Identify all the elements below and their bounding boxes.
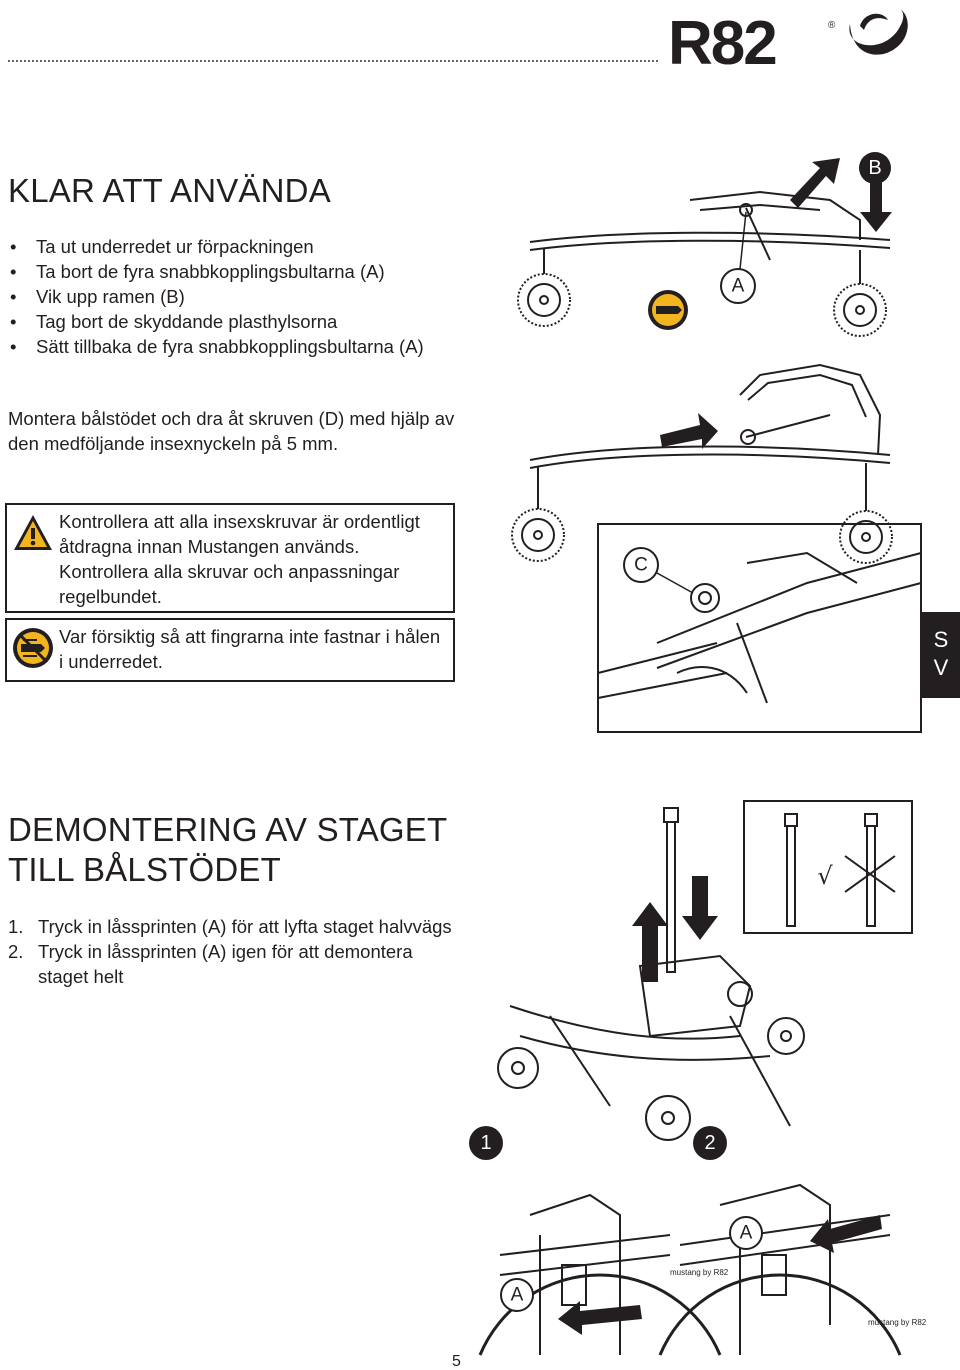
svg-text:mustang by R82: mustang by R82	[670, 1268, 729, 1277]
svg-text:A: A	[732, 276, 745, 297]
list-item: 2. Tryck in låssprinten (A) igen för att…	[8, 941, 413, 987]
language-tab: S V	[922, 612, 960, 698]
warning-text-screws: Kontrollera att alla insexskruvar är ord…	[59, 511, 420, 607]
r82-logo: R82 ®	[668, 8, 908, 70]
illustration-base-with-rod	[497, 807, 805, 1141]
svg-text:1: 1	[480, 1132, 491, 1154]
svg-text:A: A	[511, 1285, 524, 1306]
warning-triangle-icon	[14, 515, 52, 550]
label-c-badge	[623, 547, 659, 583]
list-item: Ta bort de fyra snabbkopplingsbultarna (…	[10, 259, 450, 284]
section-title-ready-to-use: KLAR ATT ANVÄNDA	[8, 172, 331, 209]
list-item: Ta ut underredet ur förpackningen	[10, 234, 450, 259]
step-1-badge	[469, 1126, 503, 1160]
arrow-left-icon	[810, 1215, 882, 1253]
list-item: Tag bort de skyddande plasthylsorna	[10, 309, 450, 334]
label-a-badge	[500, 1278, 534, 1312]
dismantling-steps-list: 1. Tryck in låssprinten (A) för att lyft…	[8, 914, 458, 989]
svg-text:A: A	[740, 1223, 753, 1244]
arrow-down-icon	[860, 182, 892, 232]
label-a-badge	[729, 1216, 763, 1250]
header-dotted-rule	[8, 60, 658, 62]
page-number: 5	[452, 1353, 461, 1370]
list-item: Sätt tillbaka de fyra snabbkopplingsbult…	[10, 334, 450, 359]
arrow-down-icon	[682, 876, 718, 940]
warning-box-screws: Kontrollera att alla insexskruvar är ord…	[5, 503, 455, 613]
svg-text:2: 2	[704, 1132, 715, 1154]
illustration-frame-unfolded	[511, 363, 893, 564]
illustration-rod-positions: √	[743, 800, 913, 934]
svg-text:mustang by R82: mustang by R82	[868, 1318, 927, 1327]
section-title-dismantling: DEMONTERING AV STAGET TILL BÅLSTÖDET	[8, 811, 447, 888]
svg-text:C: C	[634, 555, 648, 576]
svg-text:B: B	[868, 157, 881, 179]
svg-text:R82: R82	[668, 9, 776, 70]
pinch-hazard-icon	[13, 628, 53, 668]
illustration-detail-c: C	[597, 523, 922, 733]
setup-steps-list: Ta ut underredet ur förpackningen Ta bor…	[10, 234, 450, 359]
arrow-up-icon	[632, 902, 668, 982]
arrow-right-icon	[660, 413, 718, 449]
step-2-badge	[693, 1126, 727, 1160]
label-a-badge	[720, 268, 756, 304]
illustration-frame-folded: B A	[517, 152, 892, 337]
svg-text:®: ®	[828, 20, 836, 31]
list-item: Vik upp ramen (B)	[10, 284, 450, 309]
label-b-badge	[859, 152, 891, 184]
warning-box-fingers: Var försiktig så att fingrarna inte fast…	[5, 618, 455, 682]
list-item: 1. Tryck in låssprinten (A) för att lyft…	[8, 916, 452, 937]
arrow-left-icon	[558, 1301, 642, 1335]
warning-text-fingers: Var försiktig så att fingrarna inte fast…	[59, 626, 441, 672]
illustration-lock-pin-details: 1 2 A A mustang by R82 mustang by R82	[469, 1126, 927, 1356]
mounting-instruction: Montera bålstödet och dra åt skruven (D)…	[8, 408, 455, 454]
svg-text:√: √	[817, 862, 833, 890]
arrow-up-icon	[790, 158, 840, 208]
